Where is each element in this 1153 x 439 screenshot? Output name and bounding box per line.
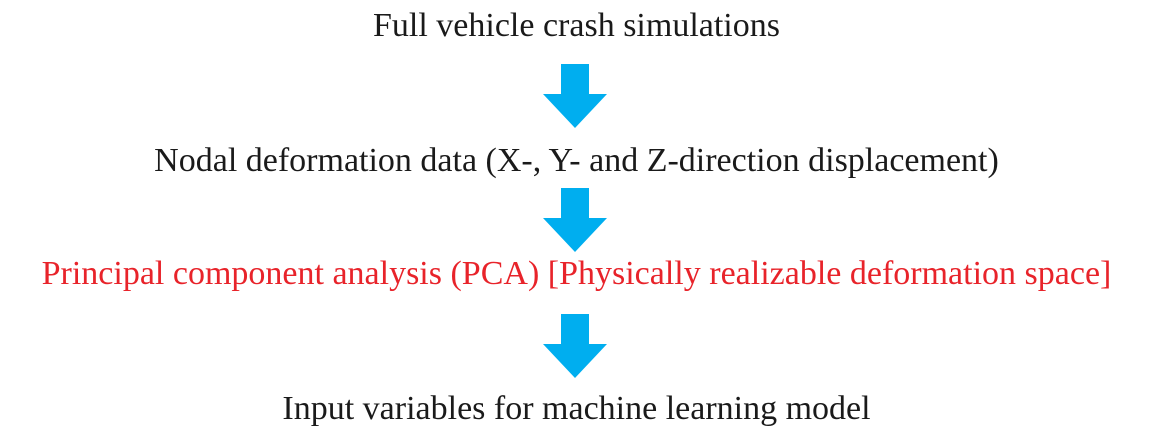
step-input-variables-machine-learning: Input variables for machine learning mod… bbox=[282, 390, 871, 427]
step-nodal-deformation-data: Nodal deformation data (X-, Y- and Z-dir… bbox=[154, 142, 999, 179]
down-arrow-icon bbox=[543, 64, 607, 128]
down-arrow-icon bbox=[543, 314, 607, 378]
step-principal-component-analysis: Principal component analysis (PCA) [Phys… bbox=[41, 255, 1112, 292]
step-full-vehicle-crash-simulations: Full vehicle crash simulations bbox=[373, 7, 780, 44]
down-arrow-icon bbox=[543, 188, 607, 252]
